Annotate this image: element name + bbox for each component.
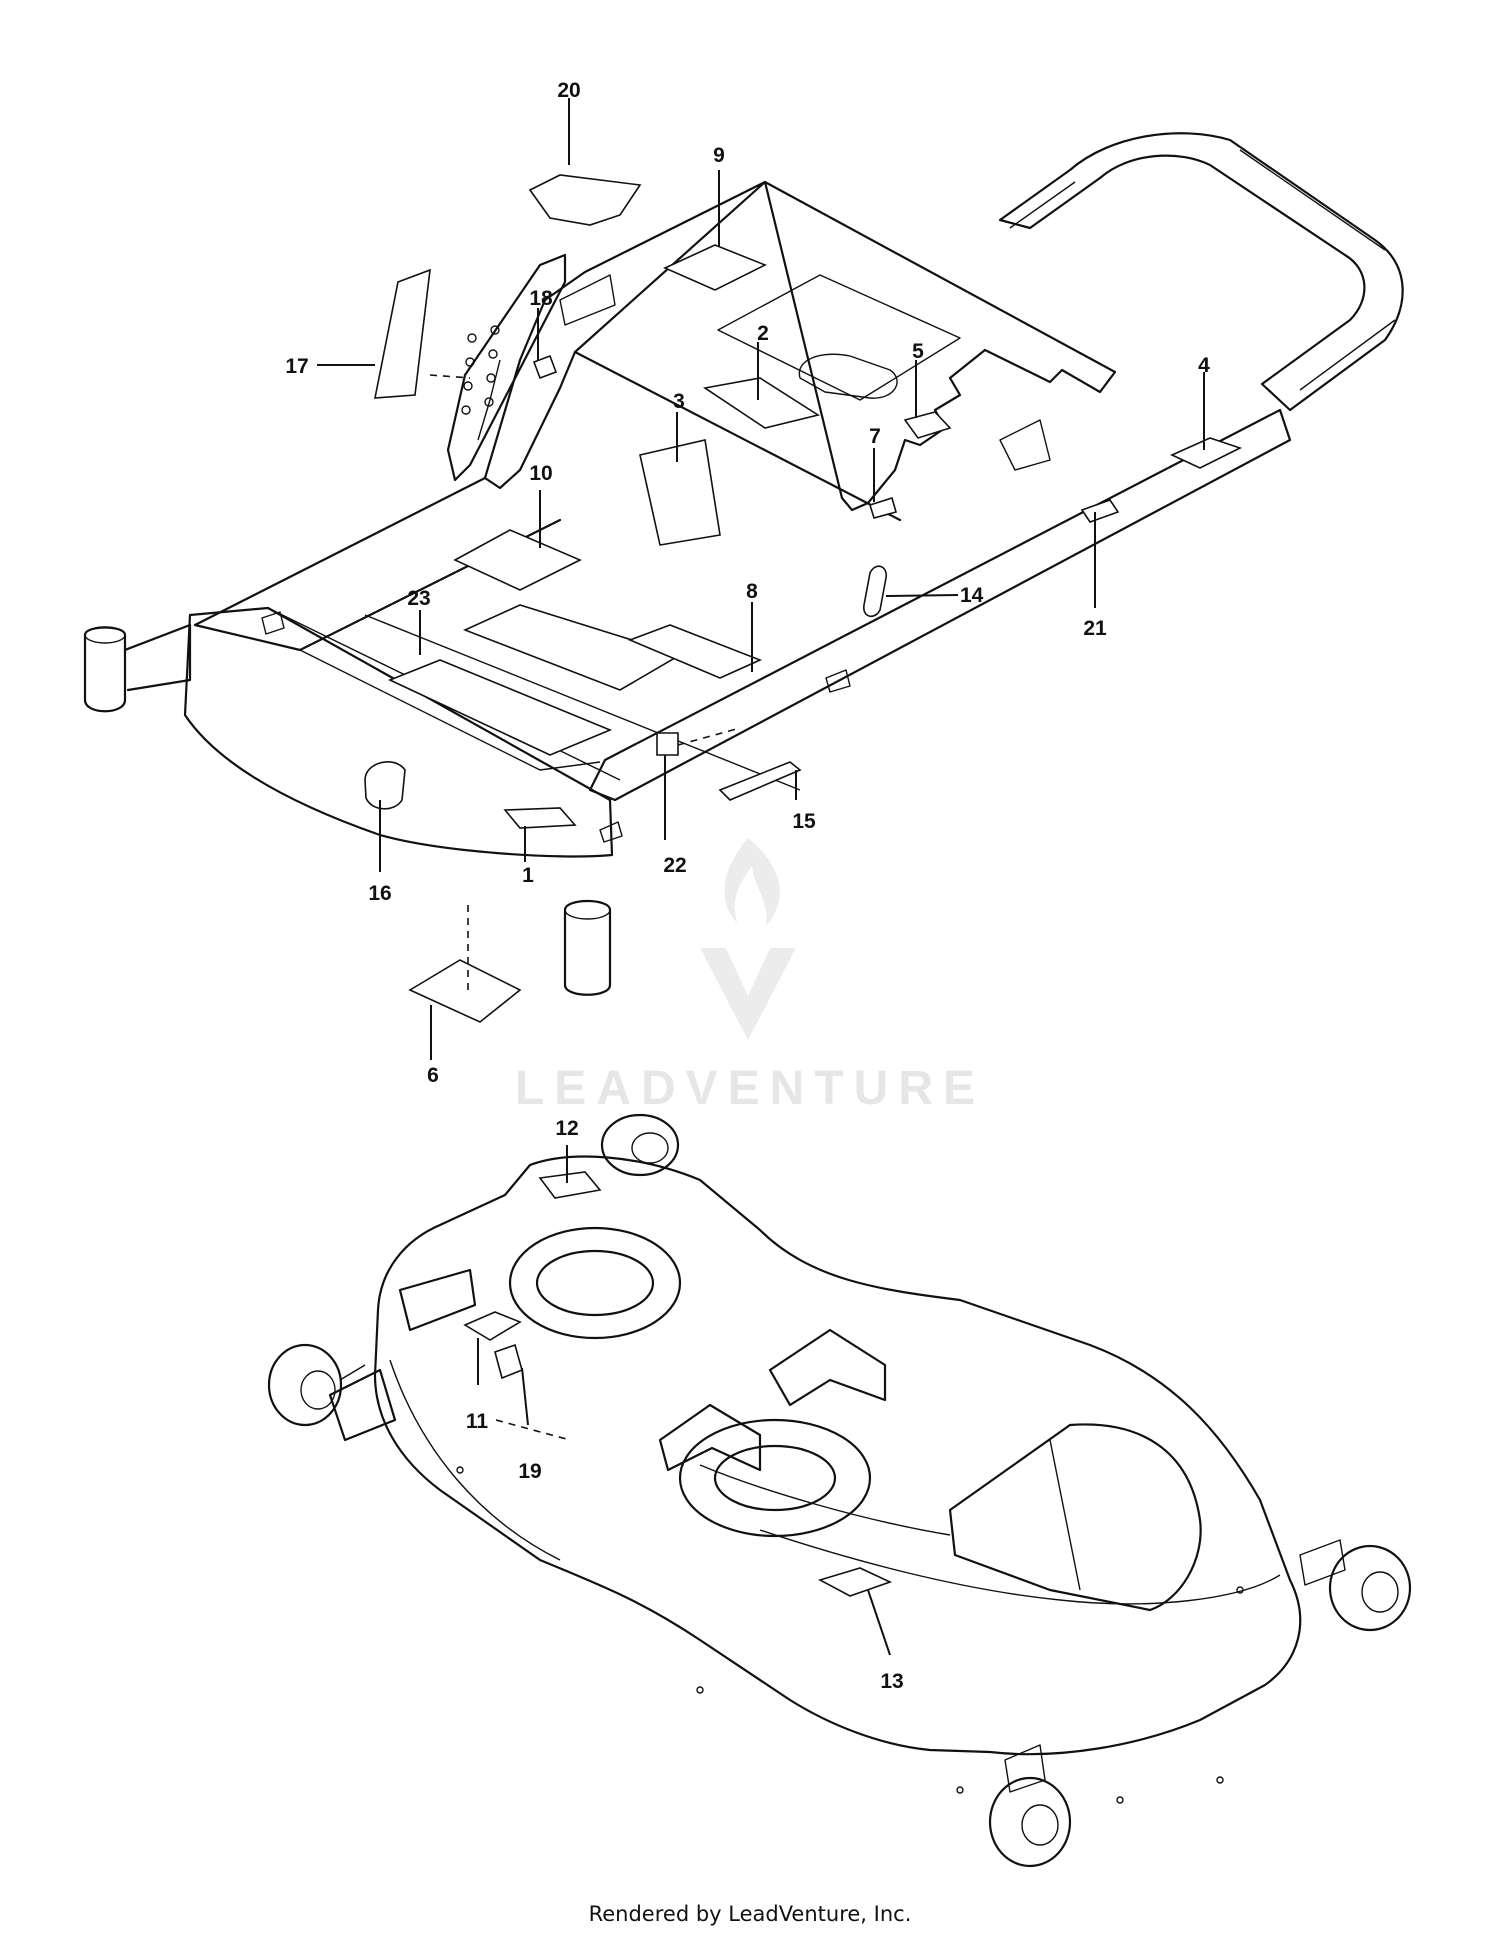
- decal-18: [532, 354, 558, 380]
- deck-decals: [463, 1171, 893, 1597]
- deck-wheels: [267, 1113, 1412, 1868]
- callout-6: 6: [427, 1064, 439, 1087]
- decal-3: [639, 439, 721, 546]
- leader-lines: [317, 98, 1205, 1656]
- decal-13: [817, 1567, 893, 1597]
- decal-7: [869, 496, 897, 519]
- callout-labels: 20 9 18 2 5 4 17 3 7 10 14 23 8 21 15 22…: [285, 79, 1210, 1693]
- footer-credit: Rendered by LeadVenture, Inc.: [588, 1902, 912, 1926]
- decal-20: [528, 174, 642, 226]
- decal-19: [494, 1343, 523, 1380]
- callout-10: 10: [529, 462, 552, 485]
- decal-1: [503, 807, 577, 829]
- callout-21: 21: [1083, 617, 1107, 640]
- decal-5: [903, 411, 952, 439]
- watermark-text: LEADVENTURE: [515, 1062, 985, 1115]
- callout-22: 22: [663, 854, 686, 877]
- callout-17: 17: [285, 355, 308, 378]
- decal-23b: [387, 659, 613, 756]
- frame-decals: [364, 174, 1243, 1023]
- callout-1: 1: [522, 864, 534, 887]
- callout-4: 4: [1198, 354, 1210, 377]
- callout-12: 12: [555, 1117, 578, 1140]
- callout-19: 19: [518, 1460, 541, 1483]
- decal-10: [453, 529, 582, 591]
- bracket-holes: [461, 325, 500, 415]
- decal-16: [364, 761, 406, 810]
- decal-15: [718, 761, 802, 801]
- callout-9: 9: [713, 144, 725, 167]
- callout-5: 5: [912, 340, 924, 363]
- callout-15: 15: [792, 810, 816, 833]
- callout-14: 14: [960, 584, 984, 607]
- deck-bolts: [456, 1466, 1244, 1804]
- mower-deck: [267, 1113, 1412, 1868]
- watermark: LEADVENTURE: [515, 838, 985, 1115]
- flame-v-logo-icon: [700, 838, 796, 1040]
- decal-4: [1170, 437, 1243, 469]
- callout-11: 11: [466, 1410, 489, 1433]
- callout-16: 16: [368, 882, 391, 905]
- callout-20: 20: [557, 79, 580, 102]
- frame-assembly: [83, 132, 1404, 996]
- callout-13: 13: [880, 1670, 903, 1693]
- decal-9: [663, 244, 767, 291]
- callout-2: 2: [757, 322, 769, 345]
- decal-2: [702, 377, 821, 429]
- decal-14: [863, 565, 887, 618]
- callout-7: 7: [869, 425, 881, 448]
- callout-3: 3: [673, 390, 685, 413]
- decal-11: [463, 1311, 522, 1341]
- decal-12: [538, 1171, 602, 1199]
- decal-6: [408, 959, 522, 1023]
- callout-23: 23: [407, 587, 430, 610]
- callout-8: 8: [746, 580, 758, 603]
- decal-21: [1080, 499, 1120, 523]
- decal-8: [627, 624, 763, 679]
- decal-22: [656, 732, 679, 756]
- callout-18: 18: [529, 287, 553, 310]
- decal-17: [374, 268, 431, 399]
